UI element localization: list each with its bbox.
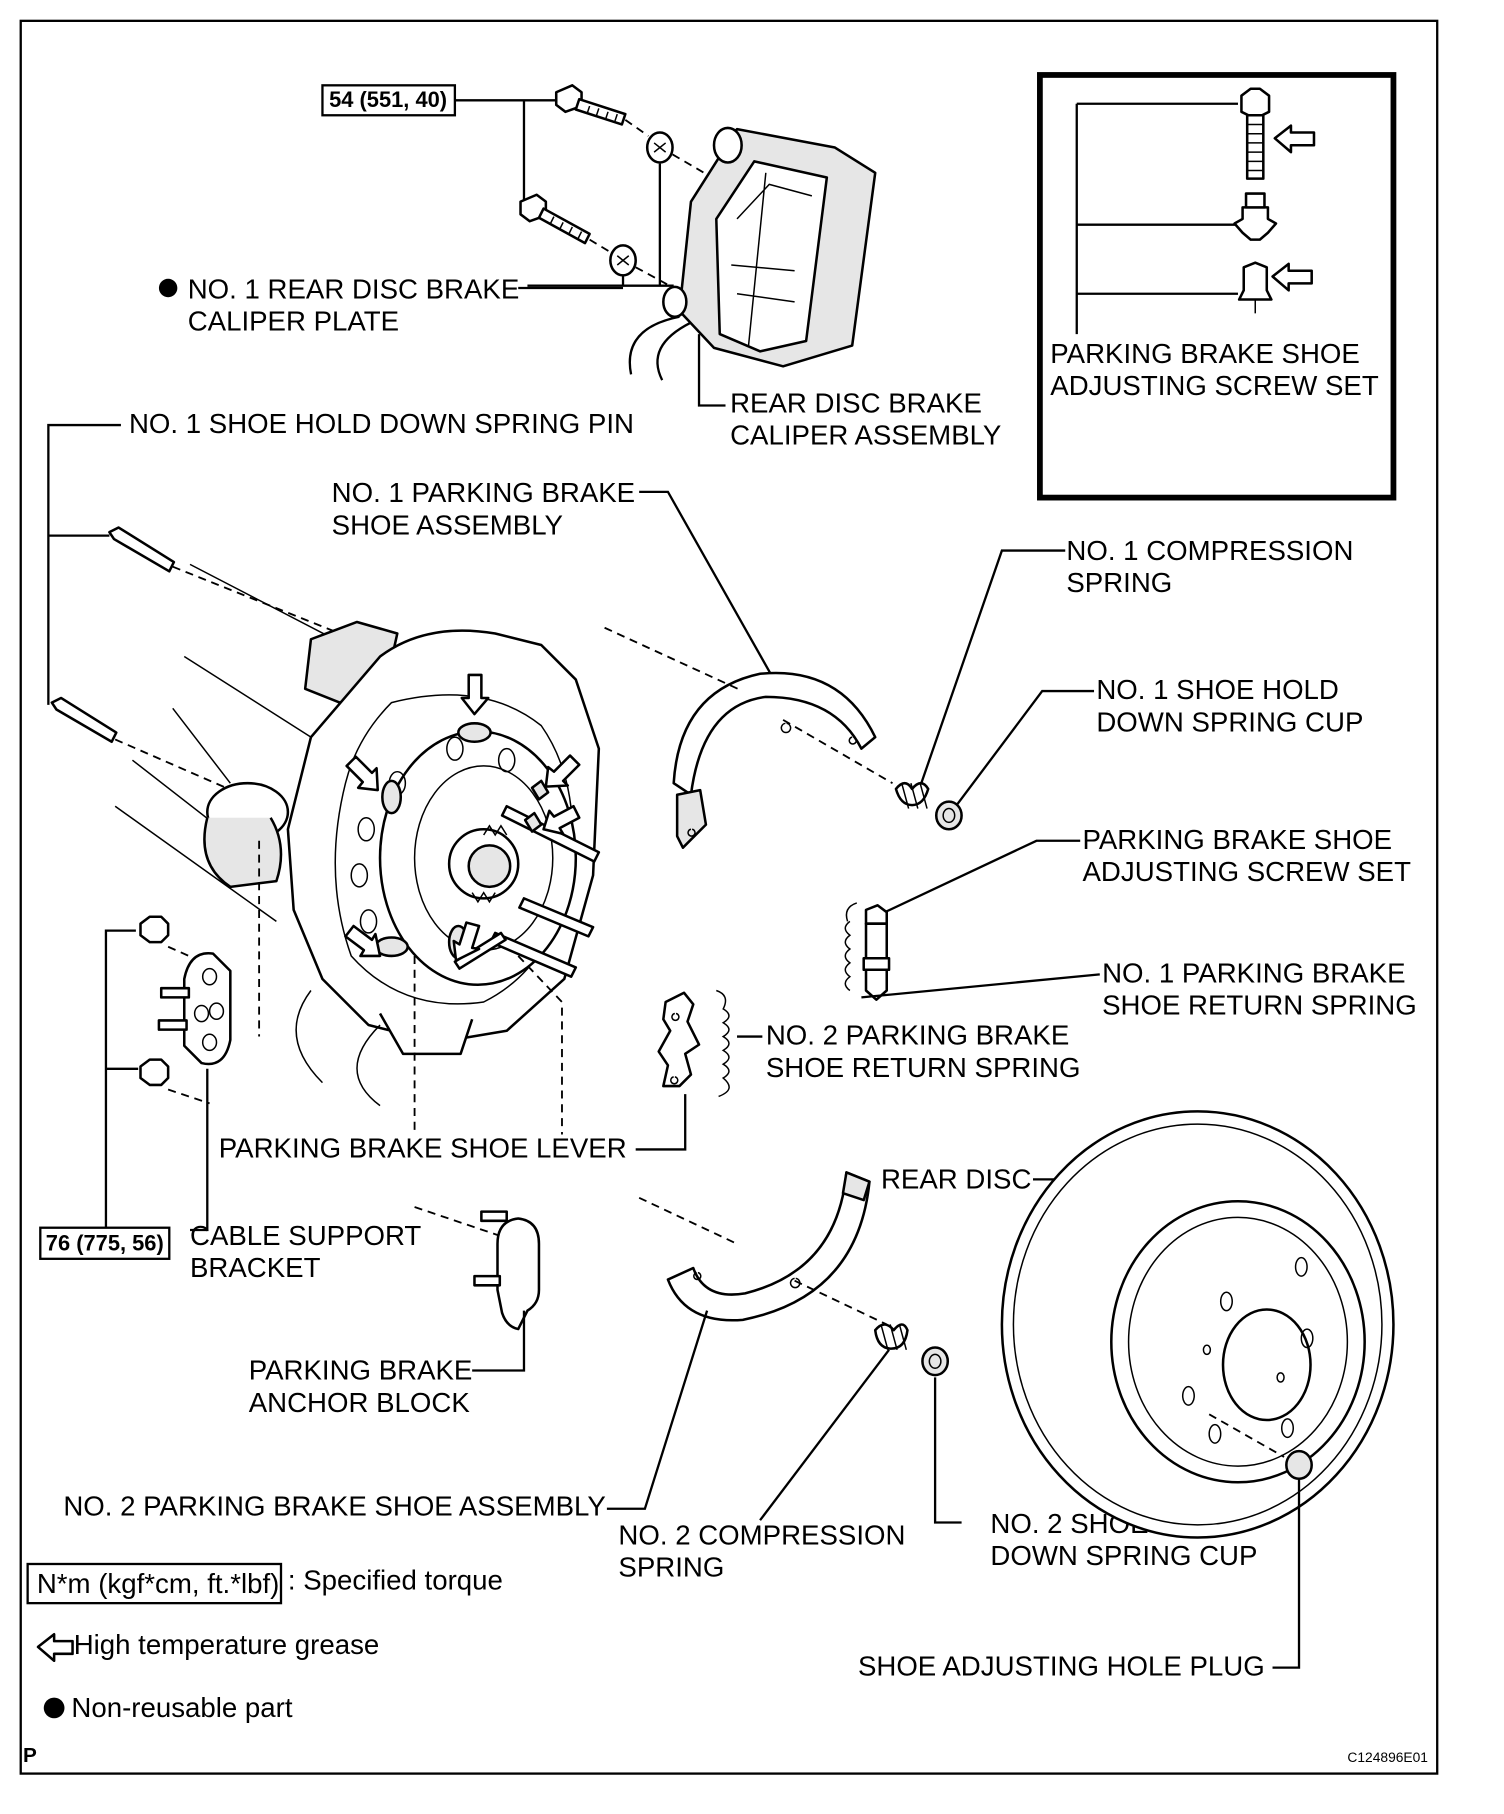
grease-arrow-hub-left (345, 755, 379, 792)
no2-return-spring-and-lever: NO. 2 PARKING BRAKE SHOE RETURN SPRING P… (219, 989, 1081, 1163)
backing-plate-and-hub (114, 563, 601, 1135)
legend-torque-text: : Specified torque (288, 1564, 503, 1595)
inset-grease-arrow-lower (1271, 262, 1313, 292)
caliper-group: 54 (551, 40) NO. 1 REAR DISC BRAKE CALIP… (158, 84, 1001, 451)
torque-box-caliper (321, 84, 457, 117)
no1-parking-brake-shoe: NO. 1 PARKING BRAKE SHOE ASSEMBLY (332, 477, 893, 849)
shoe-lever-label: PARKING BRAKE SHOE LEVER (219, 1132, 627, 1163)
spring-pin-label: NO. 1 SHOE HOLD DOWN SPRING PIN (129, 408, 634, 439)
no2-shoe-label: NO. 2 PARKING BRAKE SHOE ASSEMBLY (63, 1491, 605, 1522)
rear-disc-label: REAR DISC (881, 1164, 1031, 1195)
grease-arrow-hub-bottom (452, 921, 481, 962)
figure-code: C124896E01 (1347, 1749, 1428, 1765)
legend-torque-box (26, 1562, 283, 1605)
legend-torque-unit: N*m (kgf*cm, ft.*lbf) (37, 1568, 280, 1599)
bracket-nut-lower (139, 1058, 170, 1087)
no1-return-spring-label-line2: SHOE RETURN SPRING (1102, 990, 1417, 1021)
parking-brake-shoe-adjusting-screw-set: PARKING BRAKE SHOE ADJUSTING SCREW SET (844, 824, 1412, 1001)
no1-hold-down-cup-label-line1: NO. 1 SHOE HOLD (1096, 674, 1339, 705)
no2-compression-spring-label-line1: NO. 2 COMPRESSION (618, 1519, 905, 1550)
inset-adjusting-nut (1233, 192, 1278, 241)
cable-support-bracket-group: 76 (775, 56) CABLE SUPPORT BRACKET (39, 915, 421, 1283)
caliper-assembly-label-line2: CALIPER ASSEMBLY (730, 420, 1001, 451)
no1-compression-spring-label-line1: NO. 1 COMPRESSION (1066, 535, 1353, 566)
no1-shoe-hold-down-spring-cup: NO. 1 SHOE HOLD DOWN SPRING CUP (934, 674, 1363, 831)
inset-grease-arrow-upper (1273, 124, 1316, 154)
bracket-nut-upper (139, 915, 170, 944)
nonreusable-marker-caliper-plate (158, 278, 178, 298)
torque-box-bracket (39, 1226, 171, 1260)
anchor-block-label-line2: ANCHOR BLOCK (249, 1387, 471, 1418)
no1-return-spring-label-line1: NO. 1 PARKING BRAKE (1102, 957, 1405, 988)
rear-disc-group: REAR DISC SHOE ADJUSTING HOLE PLUG (858, 1110, 1395, 1682)
no2-compression-spring: NO. 2 COMPRESSION SPRING (618, 1323, 909, 1583)
legend-grease-text: High temperature grease (74, 1629, 380, 1660)
grease-arrow-hub-top (460, 673, 490, 716)
hole-plug-label: SHOE ADJUSTING HOLE PLUG (858, 1651, 1265, 1682)
adjusting-screw-set-label-line1: PARKING BRAKE SHOE (1083, 824, 1393, 855)
inset-label-line2: ADJUSTING SCREW SET (1050, 370, 1379, 401)
inset-adjusting-sleeve (1237, 261, 1273, 314)
figure-frame (19, 19, 1439, 1775)
adjusting-screw-set-label-line2: ADJUSTING SCREW SET (1083, 856, 1412, 887)
no2-parking-brake-shoe: NO. 2 PARKING BRAKE SHOE ASSEMBLY (63, 1171, 888, 1522)
torque-bracket-label: 76 (775, 56) (46, 1231, 164, 1256)
legend: N*m (kgf*cm, ft.*lbf) : Specified torque… (26, 1562, 503, 1723)
shoe-hold-down-spring-pins: NO. 1 SHOE HOLD DOWN SPRING PIN (47, 408, 634, 796)
no1-compression-spring-label-line2: SPRING (1066, 567, 1172, 598)
caliper-bolt-lower (519, 193, 591, 245)
non-reusable-dot-icon (43, 1697, 65, 1719)
grease-arrow-hub-bottom-left (344, 924, 382, 958)
inset-adjusting-bolt (1240, 87, 1271, 180)
no1-shoe-label-line2: SHOE ASSEMBLY (332, 509, 563, 540)
anchor-block-label-line1: PARKING BRAKE (249, 1355, 473, 1386)
cable-support-bracket-label-line2: BRACKET (190, 1252, 321, 1283)
parking-brake-anchor-block-group: PARKING BRAKE ANCHOR BLOCK (249, 1206, 541, 1418)
inset-label-line1: PARKING BRAKE SHOE (1050, 338, 1360, 369)
adjusting-screw-set-inset: PARKING BRAKE SHOE ADJUSTING SCREW SET (1037, 72, 1397, 501)
no2-return-spring-label-line1: NO. 2 PARKING BRAKE (766, 1020, 1069, 1051)
torque-caliper-label: 54 (551, 40) (329, 87, 447, 112)
caliper-assembly-label-line1: REAR DISC BRAKE (730, 387, 982, 418)
shoe-adjusting-hole-plug (1285, 1449, 1313, 1481)
no1-parking-brake-shoe-return-spring: NO. 1 PARKING BRAKE SHOE RETURN SPRING (861, 957, 1417, 1021)
no2-hold-down-cup-label-line2: DOWN SPRING CUP (990, 1540, 1257, 1571)
high-temperature-grease-arrow-icon (36, 1632, 74, 1662)
parking-brake-shoe-lever (657, 991, 701, 1088)
cable-support-bracket-label-line1: CABLE SUPPORT (190, 1220, 421, 1251)
no1-compression-spring: NO. 1 COMPRESSION SPRING (894, 535, 1353, 809)
no2-return-spring-label-line2: SHOE RETURN SPRING (766, 1052, 1081, 1083)
grease-arrow-hub-right-lower (542, 804, 581, 836)
parking-brake-anchor-block (496, 1217, 541, 1331)
no2-compression-spring-label-line2: SPRING (618, 1552, 724, 1583)
grease-arrow-hub-right (544, 754, 581, 788)
no1-hold-down-cup-label-line2: DOWN SPRING CUP (1096, 706, 1363, 737)
caliper-bolt-upper (554, 84, 627, 126)
caliper-plate-label-line1: NO. 1 REAR DISC BRAKE (188, 273, 520, 304)
legend-nonreusable-text: Non-reusable part (71, 1692, 292, 1723)
rear-disc-brake-caliper-body (628, 126, 877, 381)
no1-shoe-label-line1: NO. 1 PARKING BRAKE (332, 477, 635, 508)
caliper-plate-label-line2: CALIPER PLATE (188, 306, 399, 337)
corner-mark: P (23, 1744, 37, 1767)
